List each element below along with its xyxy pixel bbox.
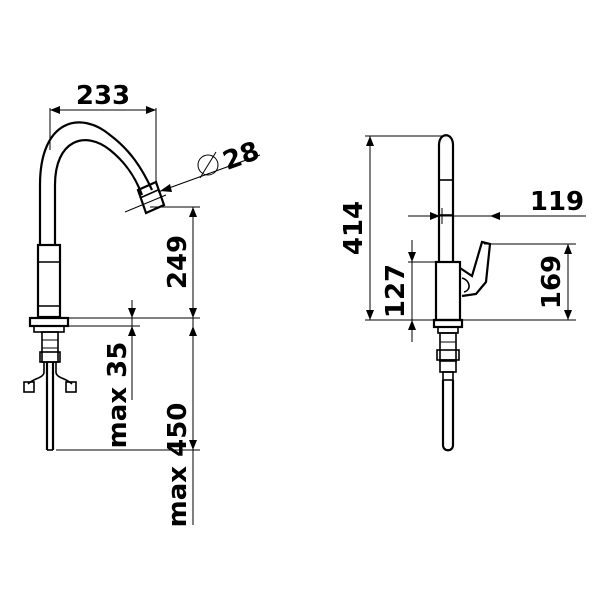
side-shank (439, 332, 457, 362)
spray-head (136, 180, 166, 215)
diameter-symbol (197, 154, 219, 176)
side-base-plate (432, 318, 464, 329)
height-label: 249 (163, 235, 193, 289)
total-height-label: 414 (339, 201, 369, 255)
outlet-dimension-line (157, 154, 261, 193)
pull-out-hose (45, 362, 55, 450)
base-plate (28, 316, 70, 328)
lever-height-label: 169 (537, 255, 567, 309)
side-view: 414 127 119 169 (339, 134, 586, 452)
body-height-label: 127 (381, 264, 411, 318)
supply-hose-left (27, 362, 45, 385)
outlet-label: 28 (219, 136, 263, 177)
width-label: 233 (76, 81, 130, 111)
side-body (434, 260, 462, 322)
front-view: 233 28 249 max 35 max 450 (23, 81, 263, 528)
reach-label: 119 (530, 187, 584, 217)
side-hose (441, 380, 455, 452)
side-spout (437, 134, 455, 262)
mounting-nut (39, 351, 61, 363)
spray-head-band (139, 189, 159, 199)
hose-fitting-left (23, 381, 35, 393)
max-deck-label: max 35 (103, 342, 133, 449)
hose-fitting-right (65, 381, 77, 393)
mounting-shank (41, 331, 59, 363)
supply-hose-right (55, 362, 73, 385)
lever-handle (459, 240, 492, 298)
spout-inner (53, 139, 144, 245)
max-hose-label: max 450 (163, 403, 193, 528)
spout-outer (38, 121, 154, 245)
